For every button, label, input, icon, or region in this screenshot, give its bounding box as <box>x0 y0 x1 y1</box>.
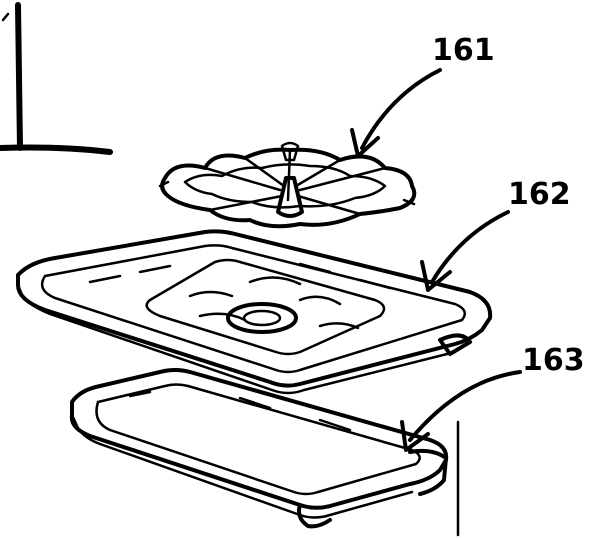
label-161: 161 <box>432 33 495 68</box>
part-161-star-piece <box>158 141 417 229</box>
part-162-large-tray <box>16 229 493 395</box>
leader-arrow-163 <box>400 370 522 452</box>
part-163-lower-pan <box>69 368 449 529</box>
label-163: 163 <box>522 343 585 378</box>
label-162: 162 <box>508 177 571 212</box>
leader-arrow-162 <box>420 210 510 292</box>
leader-arrow-161 <box>350 68 442 158</box>
corner-bracket-mark <box>0 2 113 155</box>
